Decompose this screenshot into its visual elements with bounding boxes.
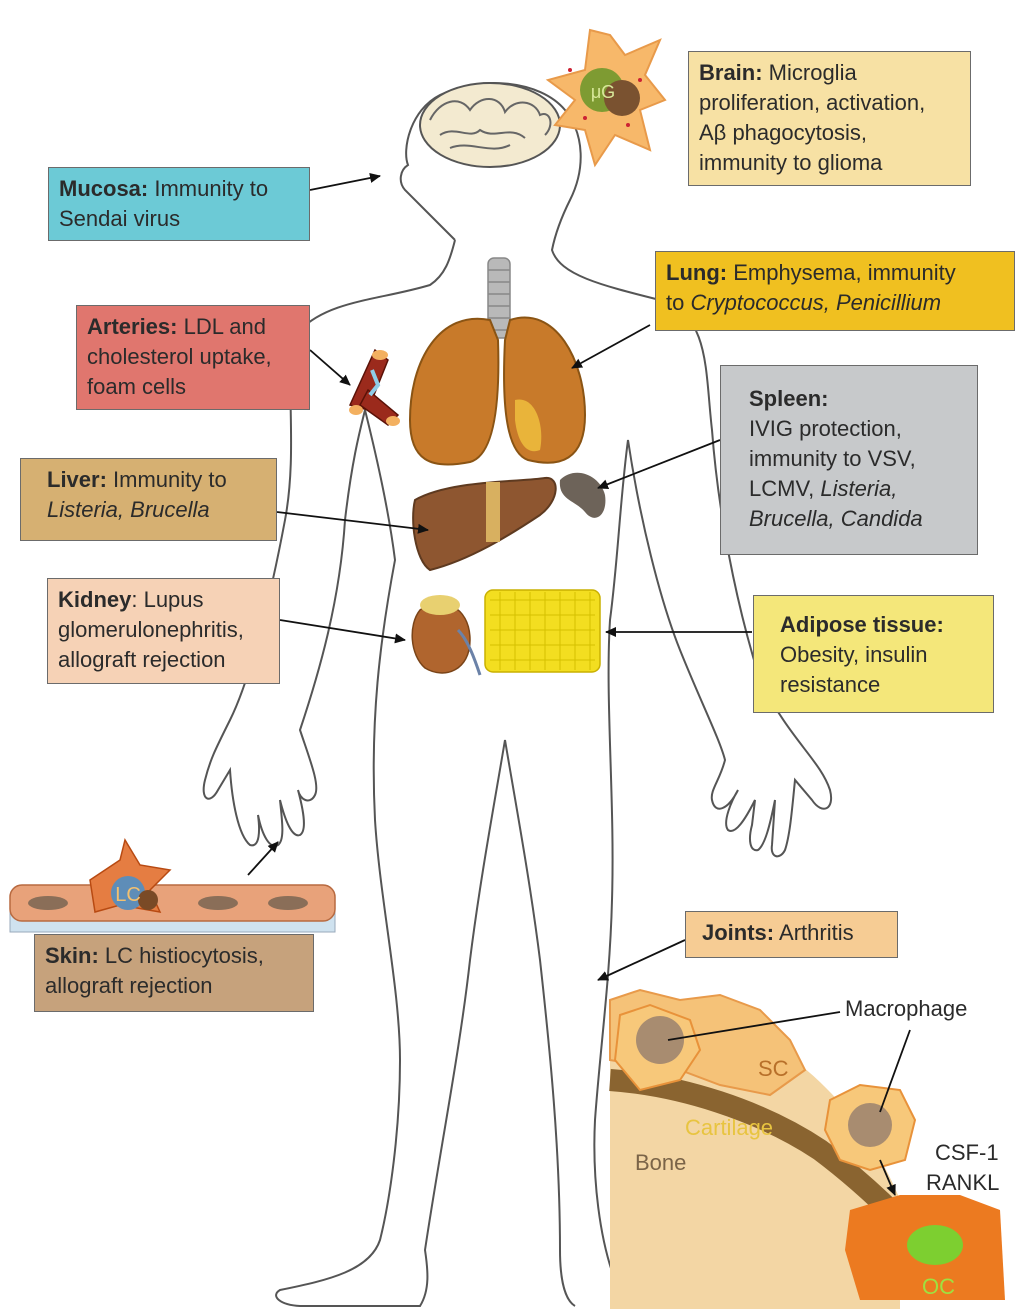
skin-inset <box>10 840 335 932</box>
bone-label: Bone <box>635 1150 686 1175</box>
label-spleen: Spleen: IVIG protection, immunity to VSV… <box>720 365 978 555</box>
lungs <box>410 317 585 464</box>
label-brain: Brain: Microglia proliferation, activati… <box>688 51 971 186</box>
cartilage-label: Cartilage <box>685 1115 773 1140</box>
brain-organ <box>420 83 560 167</box>
kidney <box>412 595 480 675</box>
label-liver: Liver: Immunity to Listeria, Brucella <box>20 458 277 541</box>
label-arteries: Arteries: LDL and cholesterol uptake, fo… <box>76 305 310 410</box>
langerhans-label: LC <box>115 884 141 906</box>
csf1-label: CSF-1 <box>935 1140 999 1165</box>
label-lung: Lung: Emphysema, immunity to Cryptococcu… <box>655 251 1015 331</box>
label-skin: Skin: LC histiocytosis, allograft reject… <box>34 934 314 1012</box>
arrow-lung <box>572 325 650 368</box>
arrow-skin <box>248 842 278 875</box>
microglia-label: μG <box>591 82 615 102</box>
osteoclast-label: OC <box>922 1274 955 1299</box>
label-adipose: Adipose tissue: Obesity, insulin resista… <box>753 595 994 713</box>
spleen <box>560 473 606 518</box>
label-kidney: Kidney: Lupus glomerulonephritis, allogr… <box>47 578 280 684</box>
arrow-liver <box>277 512 428 530</box>
label-joints: Joints: Arthritis <box>685 911 898 958</box>
synovial-cell-label: SC <box>758 1056 789 1081</box>
arrow-spleen <box>598 440 720 488</box>
arrow-mucosa <box>310 176 380 190</box>
label-mucosa: Mucosa: Immunity to Sendai virus <box>48 167 310 241</box>
arrow-artery <box>310 350 350 385</box>
arrow-joints <box>598 940 685 980</box>
liver <box>413 478 556 570</box>
rankl-label: RANKL <box>926 1170 999 1195</box>
arrow-kidney <box>280 620 405 640</box>
artery <box>349 350 400 426</box>
macrophage-label: Macrophage <box>845 996 967 1021</box>
